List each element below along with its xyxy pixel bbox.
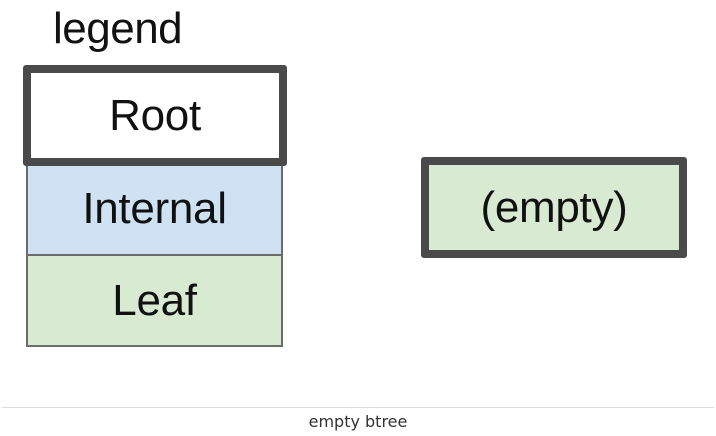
caption-divider [2,407,714,408]
legend-root-label: Root [109,90,201,140]
legend-title: legend [53,4,183,53]
empty-node-label: (empty) [480,182,628,232]
legend-root-box: Root [23,65,287,166]
empty-root-node: (empty) [421,157,687,258]
legend-leaf-label: Leaf [112,275,197,325]
legend-internal-box: Internal [26,164,283,256]
legend-internal-label: Internal [82,184,227,233]
legend-leaf-box: Leaf [26,254,283,347]
figure-caption: empty btree [308,412,408,431]
